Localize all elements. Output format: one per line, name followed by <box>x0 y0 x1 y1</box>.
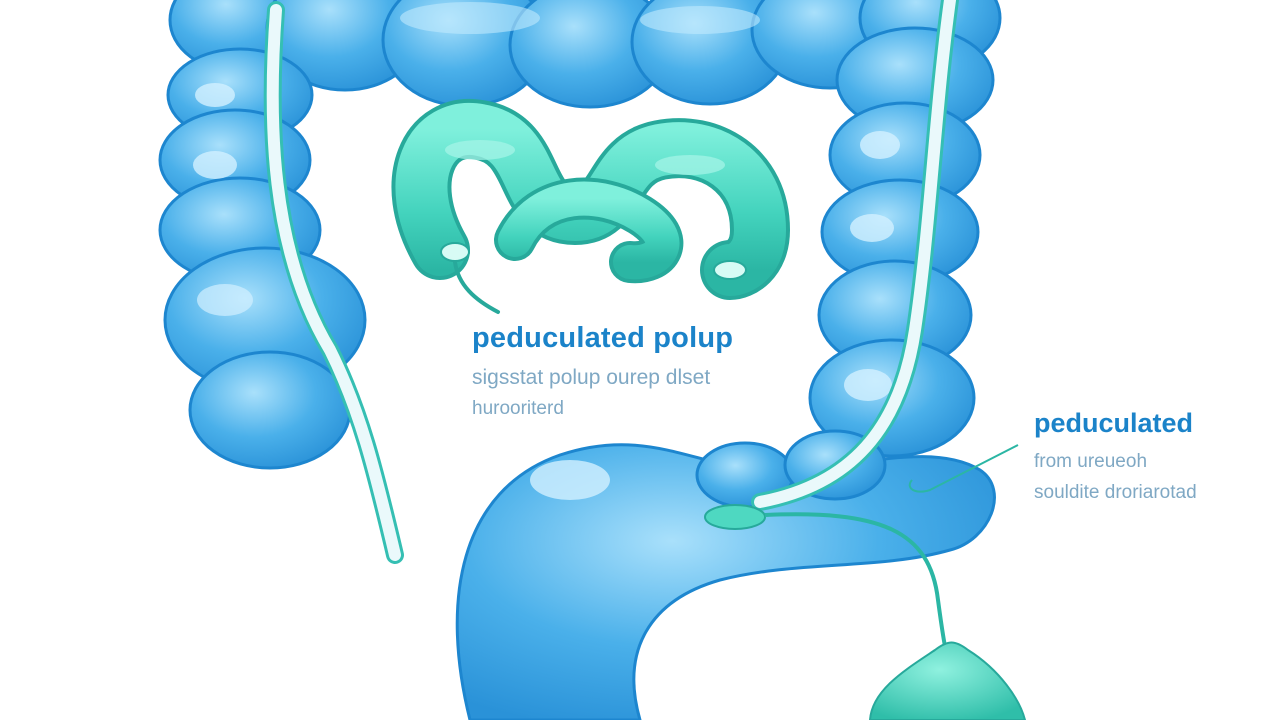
colon <box>158 0 1002 722</box>
polyp-description-line-1: sigsstat polup ourep dlset <box>472 366 711 389</box>
side-description-line-1: from ureueoh <box>1034 451 1148 472</box>
side-title-label: peduculated <box>1034 408 1194 438</box>
ascending-colon <box>158 47 367 470</box>
stalk-polyp <box>704 504 1027 721</box>
polyp-title-label: peduculated polup <box>472 322 734 354</box>
annotation-leader-line <box>908 444 1019 493</box>
polyp-illustration <box>391 98 791 314</box>
colonoscope <box>263 0 959 564</box>
side-description-line-2: souldite droriarotad <box>1034 482 1197 503</box>
polyp-description-line-2: hurooriterd <box>472 398 564 419</box>
